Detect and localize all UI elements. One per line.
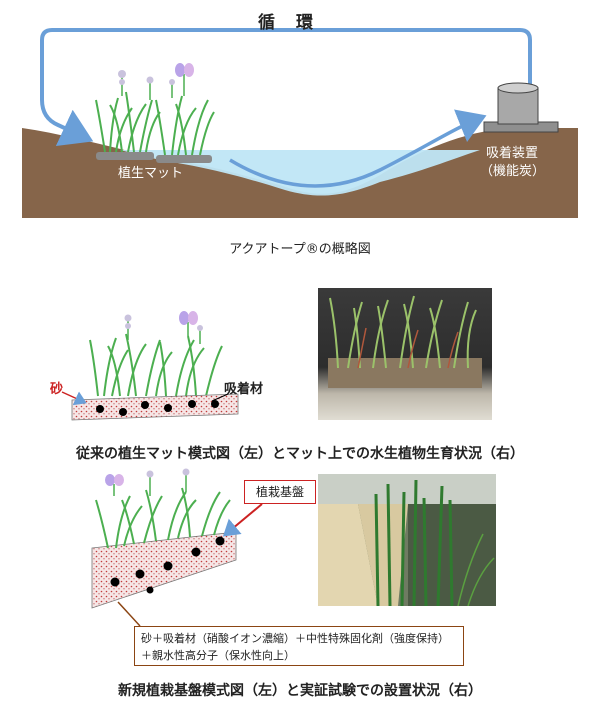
cycle-label: 循 環	[258, 13, 315, 33]
caption-new-base: 新規植栽基盤模式図（左）と実証試験での設置状況（右）	[118, 683, 482, 699]
vegetation-mat-1	[96, 152, 154, 160]
callout-arrow	[222, 503, 263, 537]
composition-line2: ＋親水性高分子（保水性向上）	[141, 649, 295, 662]
adsorbent-label: 吸着材	[224, 382, 264, 397]
composition-line1: 砂＋吸着材（硝酸イオン濃縮）＋中性特殊固化剤（強度保持）	[141, 632, 449, 645]
planting-base-callout-text: 植栽基盤	[255, 485, 304, 499]
adsorber-device	[483, 82, 559, 133]
circulation-arrow	[40, 28, 532, 147]
caption-overview: アクアトープ®の概略図	[229, 242, 371, 257]
plant-cluster	[95, 91, 215, 156]
composition-box: 砂＋吸着材（硝酸イオン濃縮）＋中性特殊固化剤（強度保持） ＋親水性高分子（保水性…	[134, 626, 464, 666]
overview-diagram	[22, 28, 578, 218]
flower-cluster	[118, 63, 194, 100]
sand-label: 砂	[50, 382, 64, 397]
sand-arrow	[61, 391, 87, 406]
adsorbent-arrow	[211, 393, 229, 402]
vegetation-mat-2	[156, 155, 212, 163]
planting-base	[91, 531, 237, 609]
composition-pointer	[117, 601, 141, 627]
conventional-mat-schematic	[61, 311, 239, 421]
photo-field-trial	[318, 474, 496, 606]
flow-arrow	[229, 109, 487, 188]
caption-conventional: 従来の植生マット模式図（左）とマット上での水生植物生育状況（右）	[76, 446, 524, 462]
adsorber-label-line2: （機能炭）	[480, 164, 546, 179]
planting-base-callout: 植栽基盤	[244, 480, 316, 504]
adsorber-label-line1: 吸着装置	[486, 146, 539, 161]
new-base-schematic	[91, 468, 263, 627]
mat-label: 植生マット	[118, 166, 184, 181]
photo-conventional-mat	[318, 288, 492, 420]
conventional-mat	[71, 393, 239, 421]
